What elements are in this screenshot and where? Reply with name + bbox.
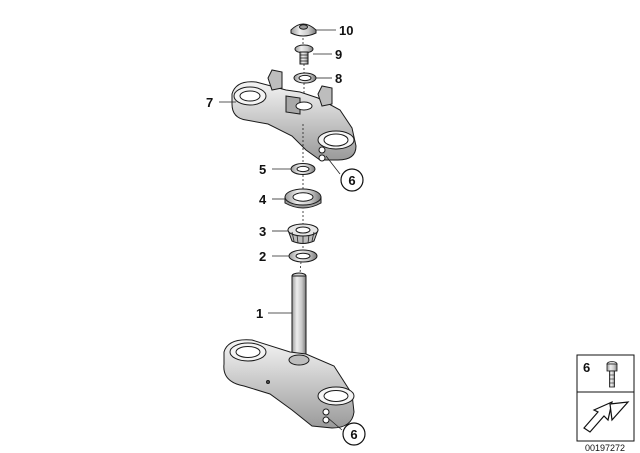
bolt-part <box>294 44 314 65</box>
tapered-bearing-part <box>287 223 319 244</box>
arrow-icon <box>583 400 630 433</box>
callout-7: 7 <box>206 95 213 110</box>
callout-9: 9 <box>335 47 342 62</box>
screw-icon <box>606 361 618 388</box>
lower-triple-clamp-part <box>223 272 355 429</box>
callout-5: 5 <box>259 162 266 177</box>
bearing-race-part <box>284 188 322 209</box>
callout-4: 4 <box>259 192 267 207</box>
inset-box: 6 00197272 <box>576 354 635 453</box>
callout-10: 10 <box>339 23 353 38</box>
callout-6-lower-label: 6 <box>350 427 357 442</box>
callout-6-lower: 6 <box>342 422 366 446</box>
leader-lines <box>219 29 343 431</box>
seal-part <box>288 249 318 263</box>
upper-triple-clamp-part <box>231 69 357 162</box>
reference-number: 00197272 <box>585 443 625 453</box>
callout-2: 2 <box>259 249 266 264</box>
callout-1: 1 <box>256 306 263 321</box>
washer-top-part <box>293 72 317 84</box>
inset-label: 6 <box>583 360 590 375</box>
callout-8: 8 <box>335 71 342 86</box>
cap-part <box>290 23 317 37</box>
callout-6-upper: 6 <box>340 168 364 192</box>
callout-6-upper-label: 6 <box>348 173 355 188</box>
callout-3: 3 <box>259 224 266 239</box>
washer-part-5 <box>290 163 316 175</box>
